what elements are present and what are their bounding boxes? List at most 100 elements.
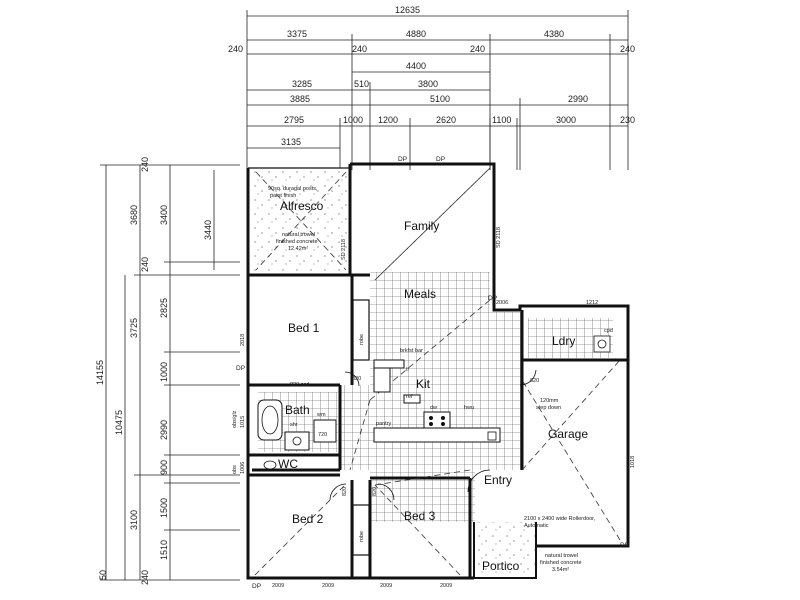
note-w2009-3: 2009 <box>380 583 392 589</box>
dim-row1-b: 4880 <box>406 29 426 39</box>
dim-row3-b: 510 <box>354 79 369 89</box>
note-portico-concrete-1: natural trowel <box>545 553 578 559</box>
room-family: Family <box>404 219 439 233</box>
note-obs: obs <box>232 465 238 474</box>
note-ref: ref <box>406 394 413 400</box>
dim-col-b-1: 3400 <box>159 205 169 225</box>
note-cpd: cpd <box>604 328 613 334</box>
dim-row5-d: 2620 <box>436 115 456 125</box>
dim-misc-4: 240 <box>140 570 150 585</box>
dim-sub-overall: 10475 <box>114 410 124 435</box>
note-dp-5: DP <box>620 542 629 549</box>
note-dp-4: DP <box>236 365 245 372</box>
note-obs-glz: obs/glz <box>232 410 238 428</box>
dim-overall-height: 14155 <box>95 360 105 385</box>
note-dp-3: DP <box>488 295 497 302</box>
dim-col-a-2: 3725 <box>129 318 139 338</box>
note-w1006: 1006 <box>240 462 246 474</box>
dim-wall-3: 240 <box>470 44 485 54</box>
note-sd-alfresco: SD 2118 <box>341 239 347 260</box>
dim-row5-f: 3000 <box>556 115 576 125</box>
room-bath: Bath <box>285 403 310 417</box>
dim-row3-a: 3285 <box>292 79 312 89</box>
room-bed2: Bed 2 <box>292 512 324 526</box>
note-garage-step-1: 120mm <box>540 398 559 404</box>
room-ldry: Ldry <box>552 334 575 348</box>
note-brkfst-bar: brkfst bar <box>400 348 423 354</box>
dim-col-b-6: 1500 <box>159 498 169 518</box>
note-w820csd: 820 csd <box>290 382 309 388</box>
dim-misc-2: 240 <box>140 257 150 272</box>
note-w2009-2: 2009 <box>322 583 334 589</box>
note-fr: fr <box>406 367 410 373</box>
room-entry: Entry <box>484 473 512 487</box>
room-meals: Meals <box>404 287 436 301</box>
dim-col-b-3: 1000 <box>159 362 169 382</box>
door-swings <box>329 369 537 501</box>
kitchen-bench <box>373 359 501 443</box>
note-posts-1: 90sq. duragal posts, <box>268 186 318 192</box>
note-shr: shr <box>290 422 298 428</box>
dim-row4-c: 2990 <box>568 94 588 104</box>
note-w2006: 2006 <box>496 300 508 306</box>
note-robe-2: robe <box>359 531 365 542</box>
dim-row2: 4400 <box>406 61 426 71</box>
dim-col-a-3: 3100 <box>129 510 139 530</box>
note-w820-4: 820 <box>372 487 378 496</box>
note-w820-1: 820 <box>352 376 361 382</box>
room-kit: Kit <box>416 377 431 391</box>
note-alfresco-area: 12.42m² <box>288 246 308 252</box>
room-alfresco: Alfresco <box>280 199 324 213</box>
dim-row3-c: 3800 <box>418 79 438 89</box>
note-dp-6: DP <box>252 583 261 590</box>
room-portico: Portico <box>482 559 520 573</box>
dim-misc-3: 50 <box>98 570 108 580</box>
room-labels: Alfresco Family Meals Bed 1 Bath WC Kit … <box>278 199 588 573</box>
note-w720: 720 <box>318 432 327 438</box>
dim-col-b-4: 2990 <box>159 420 169 440</box>
dim-row6: 3135 <box>281 137 301 147</box>
note-hwu: hwu <box>464 405 474 411</box>
note-dp-2: DP <box>436 156 445 163</box>
note-w820-2: 820 <box>530 378 539 384</box>
room-bed1: Bed 1 <box>288 321 320 335</box>
dim-wall-2: 240 <box>352 44 367 54</box>
note-alfresco-concrete-2: finished concrete <box>276 239 318 245</box>
note-portico-concrete-2: finished concrete <box>540 560 582 566</box>
note-portico-area: 3.54m² <box>552 567 569 573</box>
dim-wall-1: 240 <box>228 44 243 54</box>
note-alfresco-concrete-1: natural trowel <box>282 232 315 238</box>
room-wc: WC <box>278 457 298 471</box>
walls <box>246 162 630 580</box>
note-w2018: 2018 <box>240 334 246 346</box>
dim-wall-4: 240 <box>620 44 635 54</box>
dim-col-b-5: 900 <box>159 460 169 475</box>
dim-row5-b: 1000 <box>343 115 363 125</box>
dim-row5-e: 1100 <box>492 115 511 125</box>
note-robe-1: robe <box>359 334 365 345</box>
dim-row1-a: 3375 <box>287 29 307 39</box>
note-w1015: 1015 <box>240 416 246 428</box>
room-garage: Garage <box>548 427 588 441</box>
dim-col-a-1: 3680 <box>129 205 139 225</box>
laundry-fixtures <box>593 335 611 353</box>
note-w1018: 1018 <box>630 456 636 468</box>
bath-fixtures <box>257 399 337 470</box>
note-wm: wm <box>316 412 326 418</box>
note-rollerdoor-2: Automatic <box>524 523 549 529</box>
room-bed3: Bed 3 <box>404 509 436 523</box>
dim-row4-b: 5100 <box>430 94 450 104</box>
dim-col-c-1: 3440 <box>203 220 213 240</box>
dim-row5-a: 2795 <box>284 115 304 125</box>
note-garage-step-2: step down <box>536 405 561 411</box>
note-w820-3: 820 <box>342 487 348 496</box>
dim-row5-c: 1200 <box>378 115 398 125</box>
note-posts-2: paint finish <box>270 193 296 199</box>
dim-row1-c: 4380 <box>544 29 564 39</box>
note-pantry: pantry <box>376 421 392 427</box>
note-sd-family: SD 2118 <box>496 227 502 248</box>
note-dw: dw <box>430 405 437 411</box>
dim-row5-g: 230 <box>620 115 635 125</box>
left-dimensions: 14155 10475 3680 3725 3100 3400 2825 100… <box>95 157 240 585</box>
